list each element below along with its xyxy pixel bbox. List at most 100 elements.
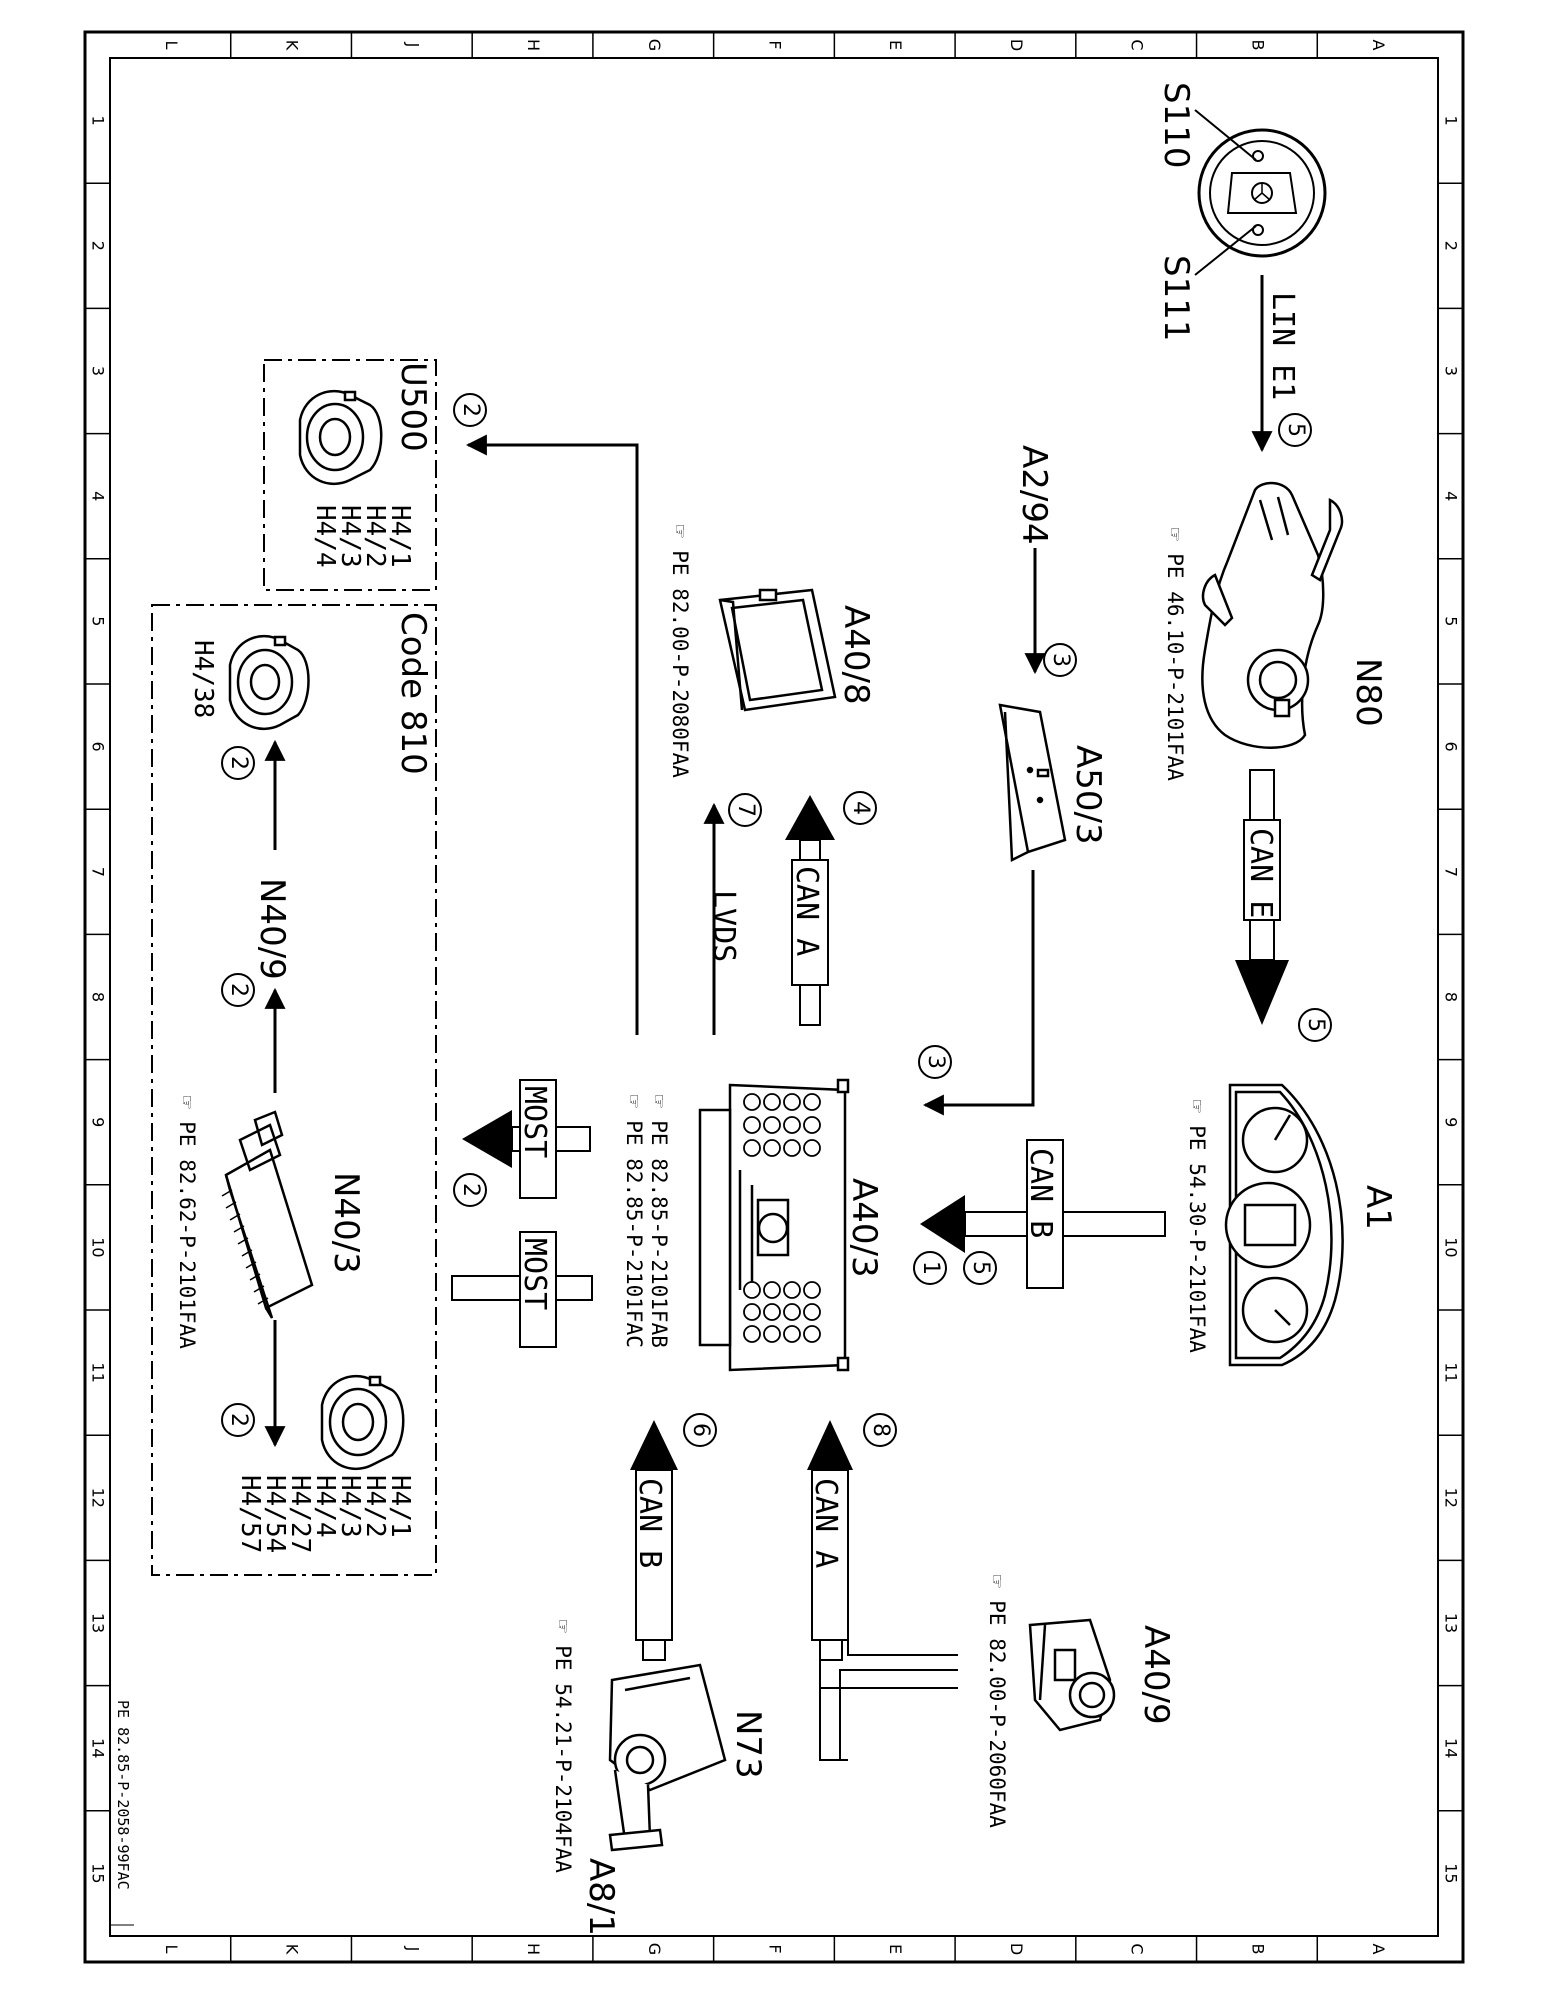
n40-9-label: N40/9	[252, 878, 292, 980]
grid-number-11: 11	[1442, 1362, 1461, 1382]
callout-number: 2	[226, 756, 251, 770]
n40-3-label: N40/3	[326, 1172, 366, 1274]
grid-number-4: 4	[1442, 491, 1461, 501]
grid-number-14: 14	[1442, 1738, 1461, 1758]
u500-speaker-label-1: H4/2	[360, 505, 390, 568]
a2-94-label: A2/94	[1014, 445, 1054, 545]
grid-letter-b: B	[1248, 1944, 1267, 1955]
grid-letter-d: D	[1007, 1943, 1026, 1955]
a40-8-display	[718, 588, 837, 712]
most-bus-2	[451, 1231, 593, 1348]
grid-number-8: 8	[89, 992, 108, 1002]
a50-3-to-a40-3-line	[922, 870, 1035, 1116]
can-a-bus-a40-8	[785, 795, 835, 1026]
grid-number-14: 14	[89, 1738, 108, 1758]
u500-box	[263, 359, 437, 591]
grid-letter-a: A	[1369, 1944, 1388, 1955]
callout-number: 4	[848, 801, 873, 815]
code810-box	[151, 604, 437, 1576]
callout-number: 2	[226, 1413, 251, 1427]
n80-steering-column-module	[1201, 481, 1344, 749]
callout-number: 5	[1303, 1018, 1328, 1032]
grid-letter-h: H	[524, 39, 543, 51]
grid-number-5: 5	[89, 616, 108, 626]
n40-3-ref: ☞ PE 82.62-P-2101FAA	[175, 1096, 199, 1349]
callout-c-u500-2: 2	[453, 393, 487, 427]
grid-letter-l: L	[162, 41, 181, 50]
a40-8-label: A40/8	[836, 605, 876, 705]
grid-letter-e: E	[886, 1944, 905, 1954]
footer-code: PE 82.85-P-2058-99FAC	[114, 1700, 132, 1890]
n40-3-amplifier	[224, 1110, 314, 1319]
n80-ref: ☞ PE 46.10-P-2101FAA	[1163, 528, 1187, 781]
grid-number-7: 7	[1442, 867, 1461, 877]
grid-letter-k: K	[283, 40, 302, 51]
callout-number: 6	[688, 1423, 713, 1437]
callout-number: 5	[1283, 423, 1308, 437]
a1-label: A1	[1358, 1185, 1398, 1230]
callout-c-cana-4: 4	[843, 791, 877, 825]
grid-number-11: 11	[89, 1362, 108, 1382]
grid-number-5: 5	[1442, 616, 1461, 626]
callout-c-lvds-7: 7	[728, 793, 762, 827]
a40-9-label: A40/9	[1136, 1625, 1176, 1725]
code810-speaker-label-6: H4/57	[235, 1475, 265, 1553]
u500-speaker-label-2: H4/3	[335, 505, 365, 568]
u500-speaker-label-3: H4/4	[310, 505, 340, 568]
can-a-label-a40-8: CAN A	[789, 866, 824, 956]
callout-c-canb-6: 6	[683, 1413, 717, 1447]
can-b-label-n73: CAN B	[632, 1478, 667, 1568]
code810-speaker-label-1: H4/2	[360, 1475, 390, 1538]
code810-speaker-label-0: H4/1	[385, 1475, 415, 1538]
can-b-bus-a1	[920, 1139, 1166, 1289]
grid-number-7: 7	[89, 867, 108, 877]
most-label-1: MOST	[517, 1086, 552, 1158]
u500-speaker-label-0: H4/1	[385, 505, 415, 568]
grid-number-6: 6	[89, 742, 108, 752]
callout-c-a2-94: 3	[1043, 643, 1077, 677]
a40-3-label: A40/3	[844, 1178, 884, 1278]
code810-speaker-label-3: H4/4	[310, 1475, 340, 1538]
callout-number: 3	[923, 1055, 948, 1069]
a1-ref: ☞ PE 54.30-P-2101FAA	[1185, 1100, 1209, 1353]
most-label-2: MOST	[517, 1238, 552, 1310]
grid-number-10: 10	[89, 1237, 108, 1257]
grid-number-4: 4	[89, 491, 108, 501]
callout-c-cane: 5	[1298, 1008, 1332, 1042]
u500-speaker	[298, 389, 383, 486]
a40-9-ref: ☞ PE 82.00-P-2060FAA	[985, 1575, 1009, 1828]
code810-speaker-label-4: H4/27	[285, 1475, 315, 1553]
grid-number-8: 8	[1442, 992, 1461, 1002]
h4-38-label: H4/38	[188, 640, 218, 718]
s110-label: S110	[1156, 82, 1196, 168]
grid-letter-h: H	[524, 1943, 543, 1955]
s111-label: S111	[1156, 255, 1196, 341]
callout-c-cana-8: 8	[863, 1413, 897, 1447]
callout-number: 2	[458, 403, 483, 417]
callout-c-canb-5: 5	[963, 1251, 997, 1285]
callout-c-h438-2: 2	[221, 746, 255, 780]
grid-number-2: 2	[89, 241, 108, 251]
n80-label: N80	[1348, 658, 1388, 727]
grid-letter-k: K	[283, 1944, 302, 1955]
callout-number: 2	[458, 1183, 483, 1197]
grid-letter-g: G	[645, 1943, 664, 1955]
lin-e1-label: LIN E1	[1265, 292, 1300, 400]
callout-c-lin: 5	[1278, 413, 1312, 447]
callout-c-spk-2: 2	[221, 1403, 255, 1437]
callout-number: 7	[733, 803, 758, 817]
can-a-bus-a40-9	[807, 1420, 958, 1761]
grid-number-3: 3	[89, 366, 108, 376]
grid-number-1: 1	[1442, 116, 1461, 126]
grid-number-9: 9	[89, 1117, 108, 1127]
can-a-label-a40-9: CAN A	[808, 1478, 843, 1568]
grid-letter-c: C	[1128, 39, 1147, 50]
a8-1-label: A8/1	[581, 1858, 621, 1936]
a40-3-ref-2: ☞ PE 82.85-P-2101FAC	[622, 1095, 646, 1348]
n73-ref: ☞ PE 54.21-P-2104FAA	[551, 1620, 575, 1873]
grid-letter-g: G	[645, 39, 664, 51]
callout-number: 5	[968, 1261, 993, 1275]
